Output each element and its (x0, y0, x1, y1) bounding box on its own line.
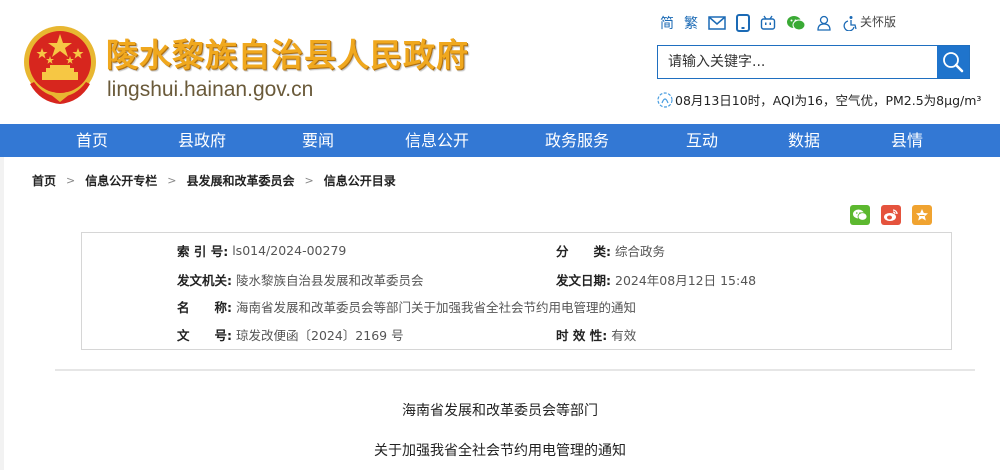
index-number-row: 索 引 号: ls014/2024-00279 (177, 241, 346, 260)
name-value: 海南省发展和改革委员会等部门关于加强我省全社会节约用电管理的通知 (236, 300, 637, 315)
issue-date-row: 发文日期: 2024年08月12日 15:48 (556, 270, 756, 289)
name-label: 名 称: (177, 300, 232, 315)
search-box (657, 45, 970, 79)
national-emblem-logo (24, 26, 96, 104)
name-row: 名 称: 海南省发展和改革委员会等部门关于加强我省全社会节约用电管理的通知 (177, 297, 636, 316)
main-nav: 首页 县政府 要闻 信息公开 政务服务 互动 数据 县情 (0, 124, 1000, 157)
air-quality-text: 08月13日10时，AQI为16，空气优，PM2.5为8μg/m³ (675, 93, 982, 108)
validity-row: 时 效 性: 有效 (556, 325, 636, 344)
breadcrumb-info-column[interactable]: 信息公开专栏 (85, 174, 158, 188)
issuer-row: 发文机关: 陵水黎族自治县发展和改革委员会 (177, 270, 424, 289)
mail-icon[interactable] (708, 16, 726, 30)
nav-item-data[interactable]: 数据 (788, 131, 821, 150)
document-heading-line-1: 海南省发展和改革委员会等部门 (402, 403, 598, 419)
simplified-chinese-link[interactable]: 简 (660, 16, 674, 32)
category-row: 分 类: 综合政务 (556, 241, 665, 260)
site-title[interactable]: 陵水黎族自治县人民政府 (106, 36, 470, 74)
site-header: 陵水黎族自治县人民政府 lingshui.hainan.gov.cn 简 繁 关… (0, 0, 1000, 124)
validity-label: 时 效 性: (556, 328, 608, 343)
care-mode-label: 关怀版 (860, 15, 897, 29)
validity-value: 有效 (611, 328, 637, 343)
nav-item-county-government[interactable]: 县政府 (178, 131, 227, 150)
user-icon[interactable] (816, 15, 832, 31)
search-icon (943, 52, 964, 73)
bilibili-icon[interactable] (760, 15, 776, 31)
air-quality-info: 08月13日10时，AQI为16，空气优，PM2.5为8μg/m³ (657, 90, 981, 109)
nav-item-county-profile[interactable]: 县情 (891, 131, 924, 150)
document-number-label: 文 号: (177, 328, 232, 343)
care-mode-link[interactable]: 关怀版 (842, 15, 896, 31)
document-heading-line-2: 关于加强我省全社会节约用电管理的通知 (374, 443, 626, 459)
breadcrumb-separator: > (167, 174, 177, 187)
air-quality-icon (657, 91, 673, 108)
weibo-share-icon[interactable] (881, 205, 901, 225)
nav-item-interaction[interactable]: 互动 (686, 131, 719, 150)
share-bar (850, 205, 932, 225)
qzone-share-icon[interactable] (912, 205, 932, 225)
site-domain: lingshui.hainan.gov.cn (107, 78, 314, 101)
issue-date-label: 发文日期: (556, 273, 611, 288)
traditional-chinese-link[interactable]: 繁 (684, 16, 698, 32)
category-value: 综合政务 (615, 244, 666, 259)
document-metadata-table: 索 引 号: ls014/2024-00279 分 类: 综合政务 发文机关: … (81, 232, 952, 350)
breadcrumb-separator: > (304, 174, 314, 187)
document-number-row: 文 号: 琼发改便函〔2024〕2169 号 (177, 325, 404, 344)
breadcrumb-info-catalog[interactable]: 信息公开目录 (323, 174, 396, 188)
nav-item-news[interactable]: 要闻 (302, 131, 335, 150)
category-label: 分 类: (556, 244, 611, 259)
breadcrumb-development-reform[interactable]: 县发展和改革委员会 (186, 174, 295, 188)
nav-item-info-disclosure[interactable]: 信息公开 (405, 131, 470, 150)
breadcrumb-separator: > (66, 174, 76, 187)
content-divider (55, 369, 975, 371)
document-number-value: 琼发改便函〔2024〕2169 号 (236, 328, 404, 343)
issuer-value: 陵水黎族自治县发展和改革委员会 (236, 273, 424, 288)
search-button[interactable] (937, 46, 969, 78)
breadcrumb: 首页 > 信息公开专栏 > 县发展和改革委员会 > 信息公开目录 (32, 172, 396, 189)
index-number-label: 索 引 号: (177, 244, 229, 259)
index-number-value: ls014/2024-00279 (232, 243, 347, 258)
left-edge-shade (0, 157, 4, 470)
nav-item-government-services[interactable]: 政务服务 (545, 131, 610, 150)
issue-date-value: 2024年08月12日 15:48 (615, 273, 757, 288)
accessibility-icon (843, 16, 857, 31)
wechat-icon[interactable] (786, 15, 806, 31)
header-toolbar: 简 繁 关怀版 (660, 12, 896, 34)
breadcrumb-home[interactable]: 首页 (32, 174, 57, 188)
search-input[interactable] (658, 46, 937, 78)
issuer-label: 发文机关: (177, 273, 232, 288)
wechat-share-icon[interactable] (850, 205, 870, 225)
mobile-icon[interactable] (736, 14, 750, 32)
nav-item-home[interactable]: 首页 (76, 131, 109, 150)
